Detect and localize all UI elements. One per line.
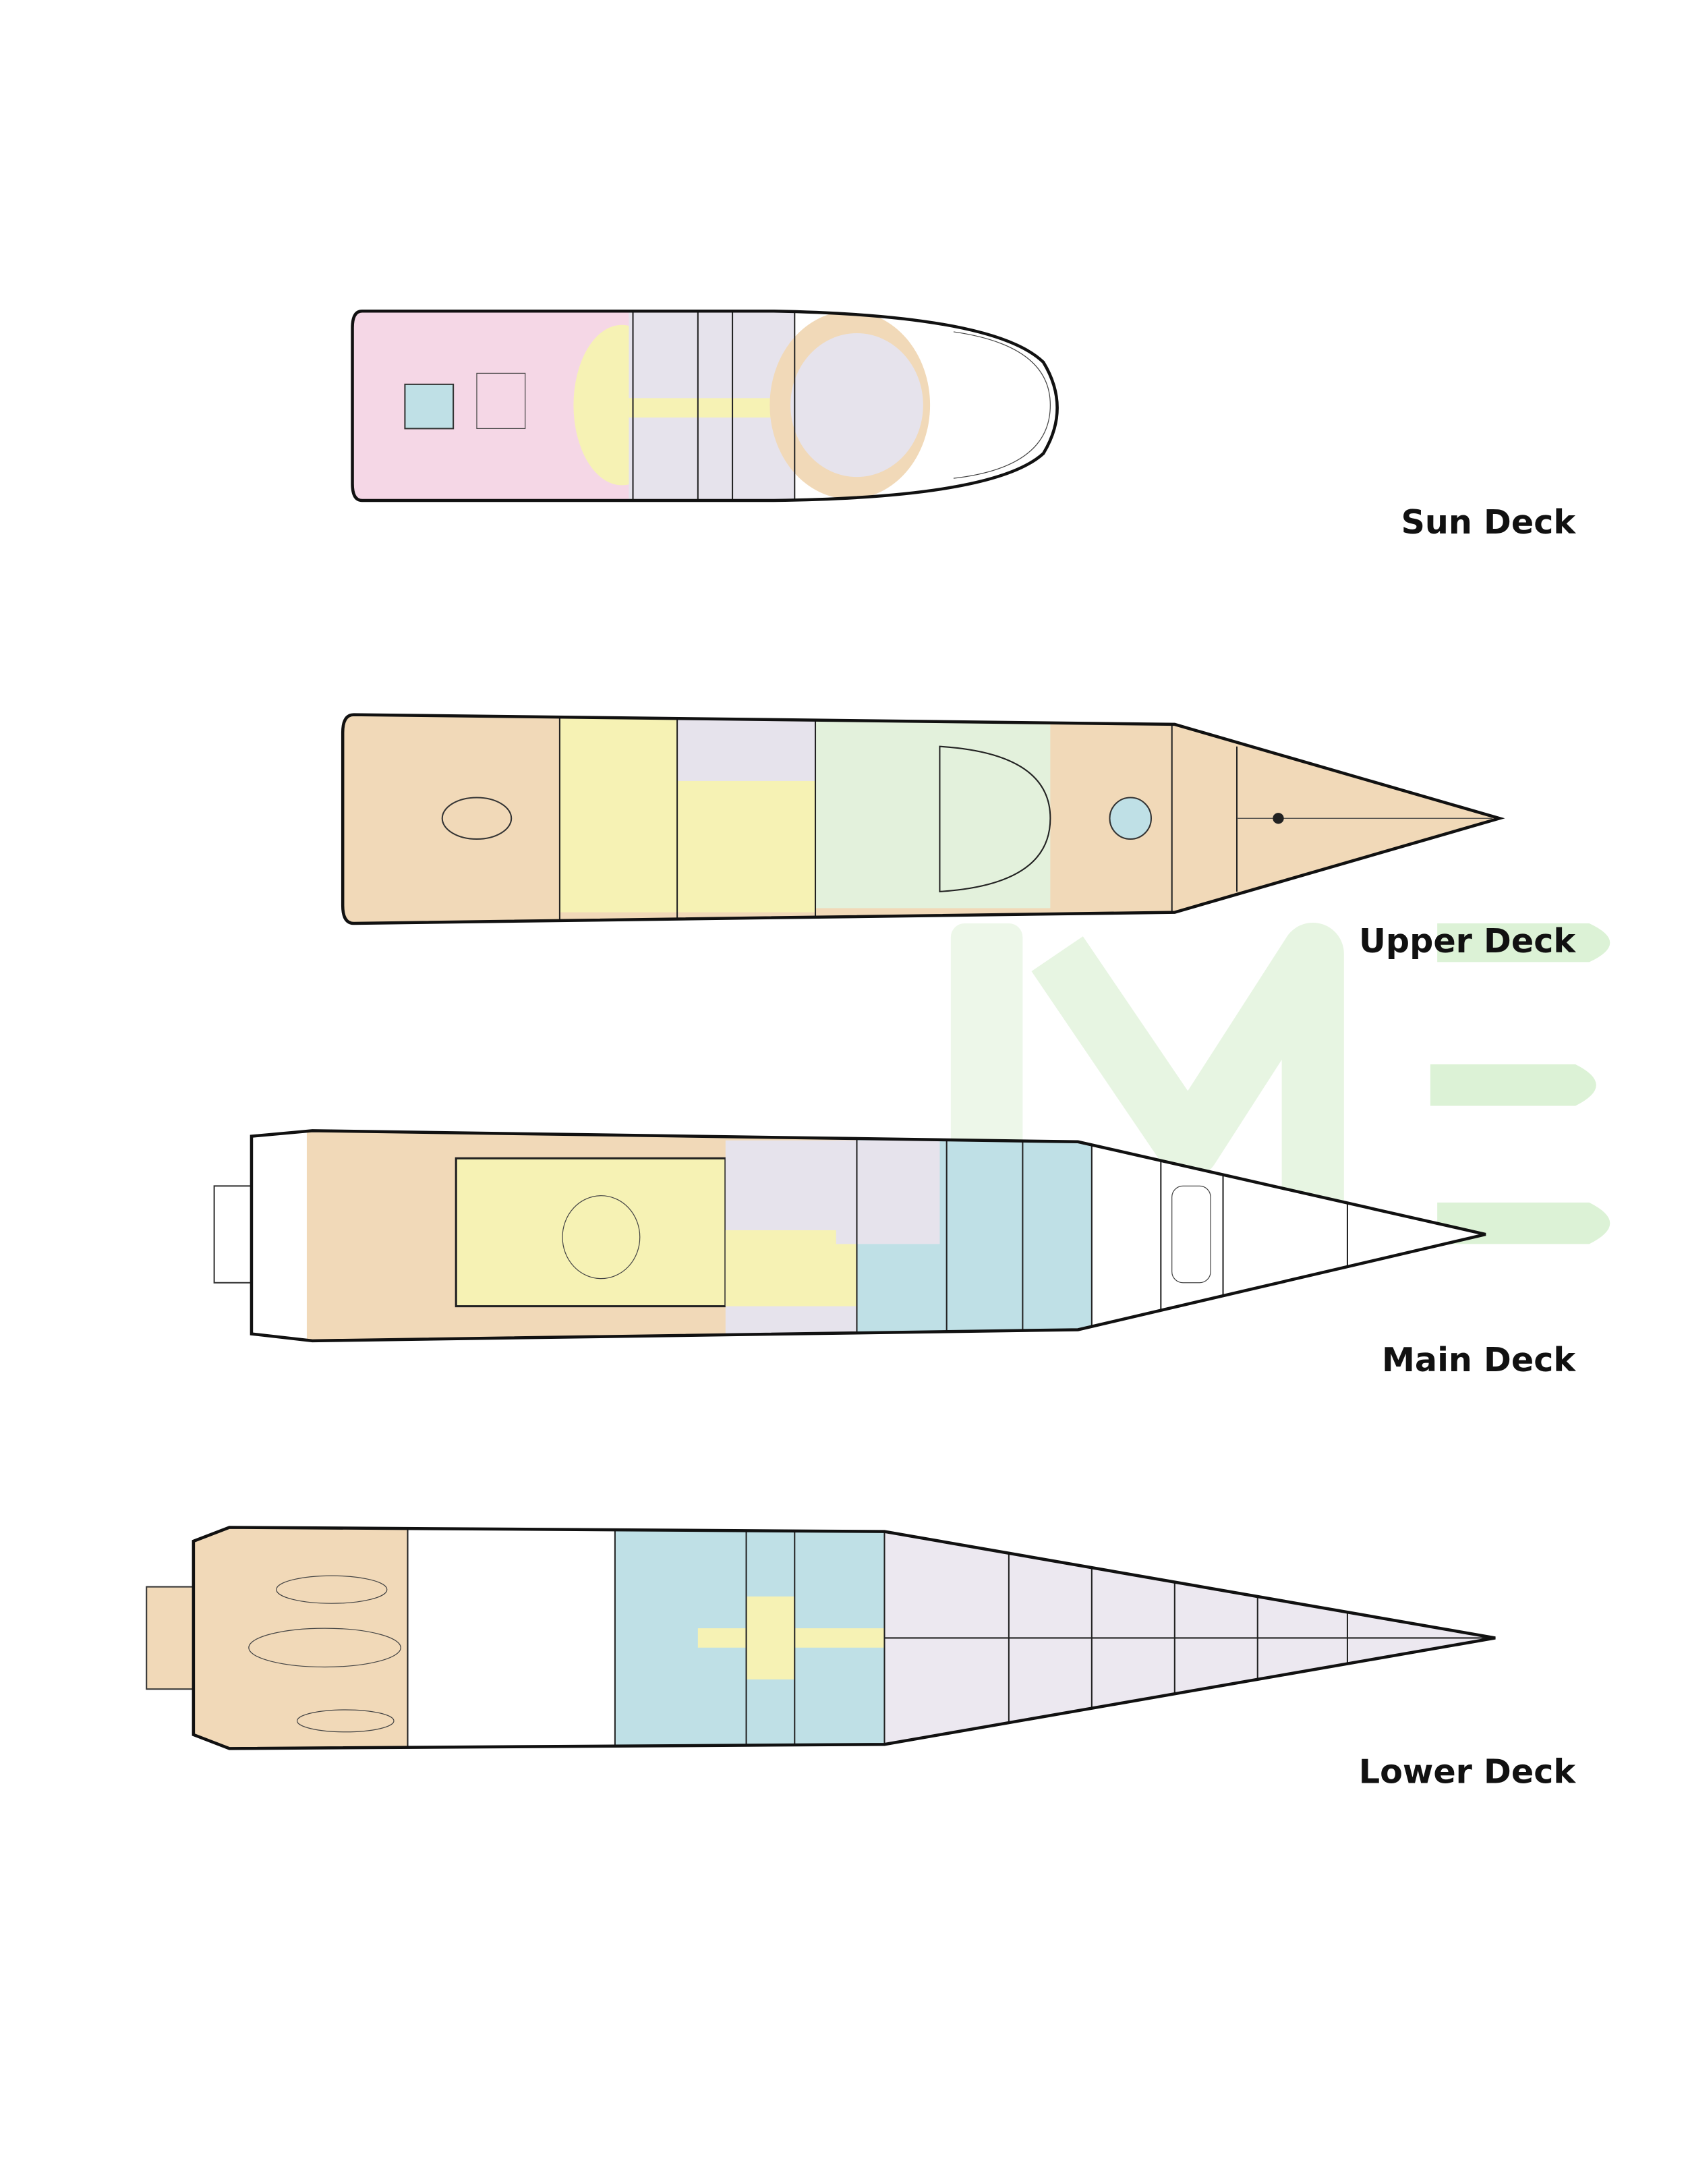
lower-deck-plan: Lower Deck <box>146 1526 1577 1791</box>
tender-boat <box>248 1628 401 1668</box>
lower-deck-label: Lower Deck <box>1359 1752 1577 1791</box>
spa-pool <box>1109 797 1152 840</box>
sun-deck-plan: Sun Deck <box>351 309 1577 542</box>
upper-deck-label: Upper Deck <box>1359 921 1576 960</box>
upper-deck-plan: Upper Deck <box>341 713 1576 960</box>
main-deck-salon <box>455 1157 727 1308</box>
main-deck-label: Main Deck <box>1382 1340 1576 1379</box>
sun-deck-label: Sun Deck <box>1401 502 1577 542</box>
dining-table <box>441 797 513 840</box>
tender <box>1171 1185 1211 1284</box>
main-deck-swim-platform <box>213 1185 257 1284</box>
jacuzzi <box>404 383 455 430</box>
main-deck-plan: Main Deck <box>213 1129 1576 1379</box>
